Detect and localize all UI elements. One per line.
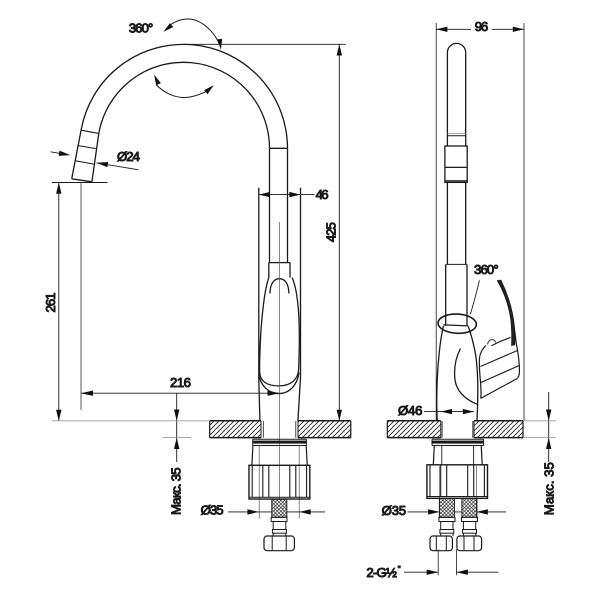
svg-text:Ø46: Ø46 [398,403,423,418]
svg-text:": " [398,565,401,574]
svg-text:216: 216 [170,375,191,390]
svg-text:Ø35: Ø35 [382,503,407,518]
svg-text:Ø35: Ø35 [201,502,224,517]
svg-text:2-G½: 2-G½ [366,565,397,580]
svg-text:261: 261 [43,293,58,313]
svg-text:Макс. 35: Макс. 35 [542,462,557,515]
svg-text:Ø24: Ø24 [117,149,140,164]
svg-text:Макс. 35: Макс. 35 [168,467,183,515]
svg-text:46: 46 [316,187,329,202]
svg-text:360°: 360° [129,21,154,36]
svg-text:360°: 360° [474,262,499,277]
svg-text:96: 96 [475,19,488,34]
svg-text:425: 425 [323,222,338,242]
